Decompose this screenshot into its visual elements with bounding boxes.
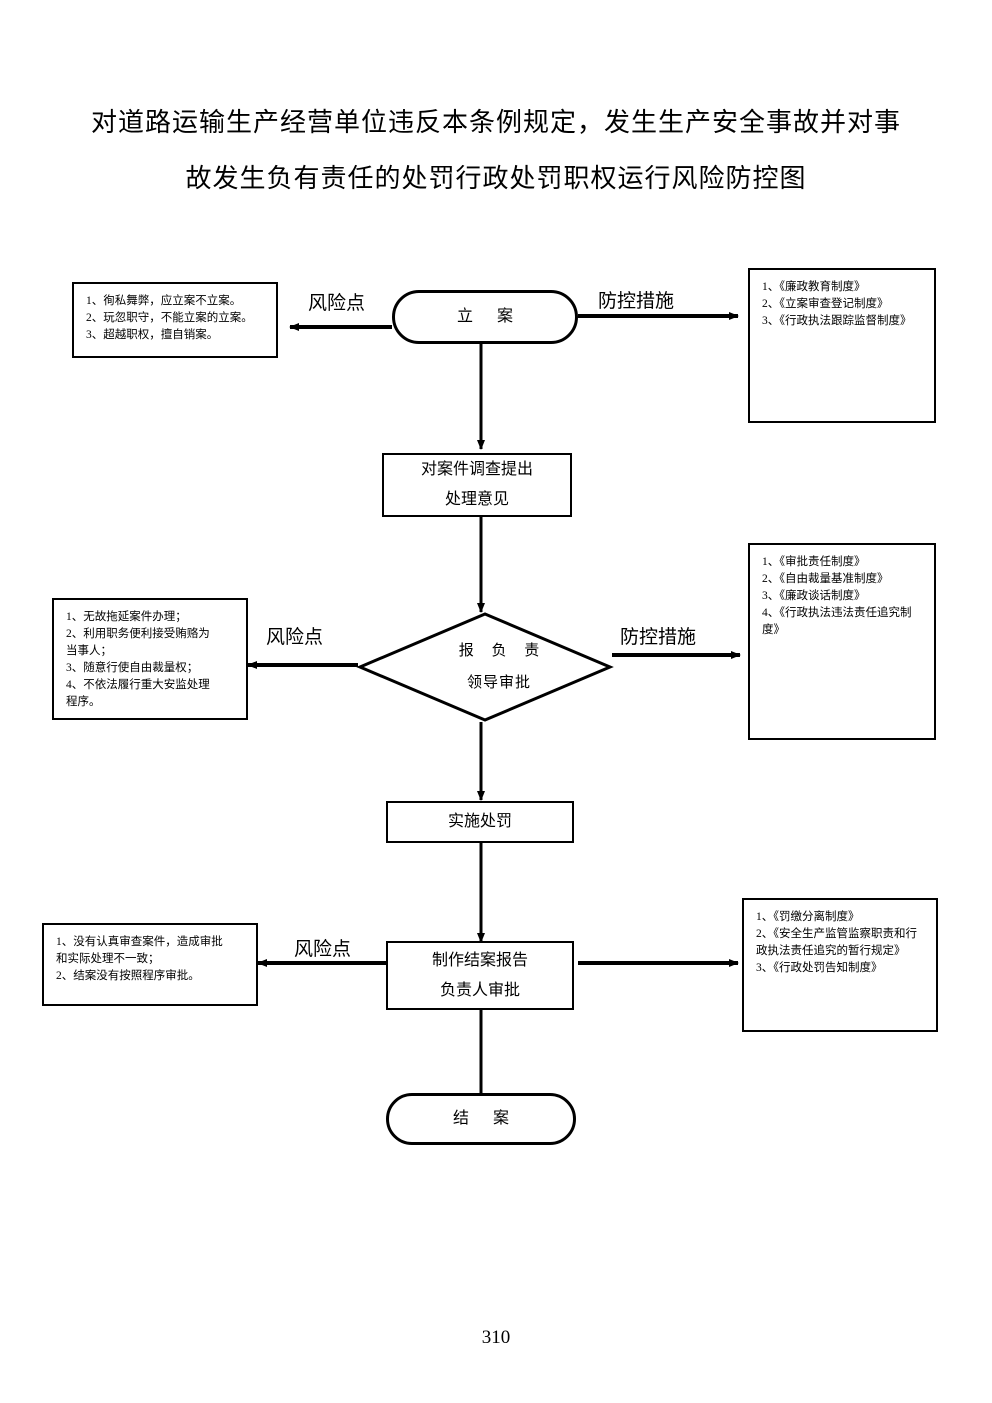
flow-node-filing[interactable]: 立 案 — [392, 290, 578, 344]
page-title: 对道路运输生产经营单位违反本条例规定，发生生产安全事故并对事 故发生负有责任的处… — [70, 95, 922, 207]
risk-line: 1、徇私舞弊，应立案不立案。 — [86, 295, 242, 307]
flow-node-label: 结 案 — [452, 1110, 519, 1127]
risk-line: 4、不依法履行重大安监处理 — [66, 679, 210, 691]
flow-node-label: 处理意见 — [444, 491, 509, 508]
measure-line: 3、《行政执法跟踪监督制度》 — [762, 315, 912, 327]
risk-point-label-approval: 风险点 — [266, 627, 324, 648]
page-title-line-2: 故发生负有责任的处罚行政处罚职权运行风险防控图 — [185, 164, 807, 193]
measure-line: 1、《廉政教育制度》 — [762, 281, 866, 293]
risk-line: 1、无故拖延案件办理； — [66, 611, 187, 623]
control-measures-label-filing: 防控措施 — [598, 291, 675, 312]
flow-node-label: 制作结案报告 — [431, 951, 528, 969]
measure-line: 3、《廉政谈话制度》 — [762, 590, 866, 602]
flow-node-label: 立 案 — [456, 308, 523, 325]
risk-line: 2、利用职务便利接受贿赂为 — [66, 628, 210, 640]
flow-node-approval[interactable]: 报 负 责 领导审批 — [356, 612, 614, 722]
risk-line: 和实际处理不一致； — [56, 953, 160, 965]
risk-line: 当事人； — [66, 645, 112, 657]
page-title-line-1: 对道路运输生产经营单位违反本条例规定，发生生产安全事故并对事 — [90, 108, 901, 137]
measure-line: 4、《行政执法违法责任追究制 — [762, 607, 912, 619]
decision-diamond-shape — [356, 612, 614, 722]
flow-node-label: 对案件调查提出 — [420, 461, 533, 478]
risk-point-label-filing: 风险点 — [308, 293, 366, 314]
measure-line: 1、《审批责任制度》 — [762, 556, 866, 568]
page-number: 310 — [481, 1327, 511, 1348]
flow-node-closing-report[interactable]: 制作结案报告 负责人审批 — [386, 941, 574, 1010]
risk-box-approval: 1、无故拖延案件办理； 2、利用职务便利接受贿赂为 当事人； 3、随意行使自由裁… — [52, 598, 248, 720]
measures-box-filing: 1、《廉政教育制度》 2、《立案审查登记制度》 3、《行政执法跟踪监督制度》 — [748, 268, 936, 423]
flow-node-investigate[interactable]: 对案件调查提出 处理意见 — [382, 453, 572, 517]
risk-line: 2、玩忽职守，不能立案的立案。 — [86, 312, 253, 324]
risk-line: 3、随意行使自由裁量权； — [66, 662, 199, 674]
risk-box-closing: 1、没有认真审查案件，造成审批 和实际处理不一致； 2、结案没有按照程序审批。 — [42, 923, 258, 1006]
risk-line: 1、没有认真审查案件，造成审批 — [56, 936, 223, 948]
risk-line: 2、结案没有按照程序审批。 — [56, 970, 200, 982]
measure-line: 1、《罚缴分离制度》 — [756, 911, 860, 923]
flow-node-label: 实施处罚 — [447, 813, 512, 830]
measure-line: 度》 — [762, 624, 785, 636]
measures-box-closing: 1、《罚缴分离制度》 2、《安全生产监管监察职责和行 政执法责任追究的暂行规定》… — [742, 898, 938, 1032]
measures-box-approval: 1、《审批责任制度》 2、《自由裁量基准制度》 3、《廉政谈话制度》 4、《行政… — [748, 543, 936, 740]
risk-box-filing: 1、徇私舞弊，应立案不立案。 2、玩忽职守，不能立案的立案。 3、超越职权，擅自… — [72, 282, 278, 358]
measure-line: 3、《行政处罚告知制度》 — [756, 962, 883, 974]
risk-line: 3、超越职权，擅自销案。 — [86, 329, 219, 341]
measure-line: 政执法责任追究的暂行规定》 — [756, 945, 906, 957]
flow-node-label: 负责人审批 — [439, 981, 520, 999]
measure-line: 2、《安全生产监管监察职责和行 — [756, 928, 917, 940]
measure-line: 2、《立案审查登记制度》 — [762, 298, 889, 310]
measure-line: 2、《自由裁量基准制度》 — [762, 573, 889, 585]
risk-point-label-closing: 风险点 — [294, 939, 352, 960]
flow-node-penalty[interactable]: 实施处罚 — [386, 801, 574, 843]
control-measures-label-approval: 防控措施 — [620, 627, 697, 648]
risk-line: 程序。 — [66, 696, 101, 708]
flow-node-case-closed[interactable]: 结 案 — [386, 1093, 576, 1145]
